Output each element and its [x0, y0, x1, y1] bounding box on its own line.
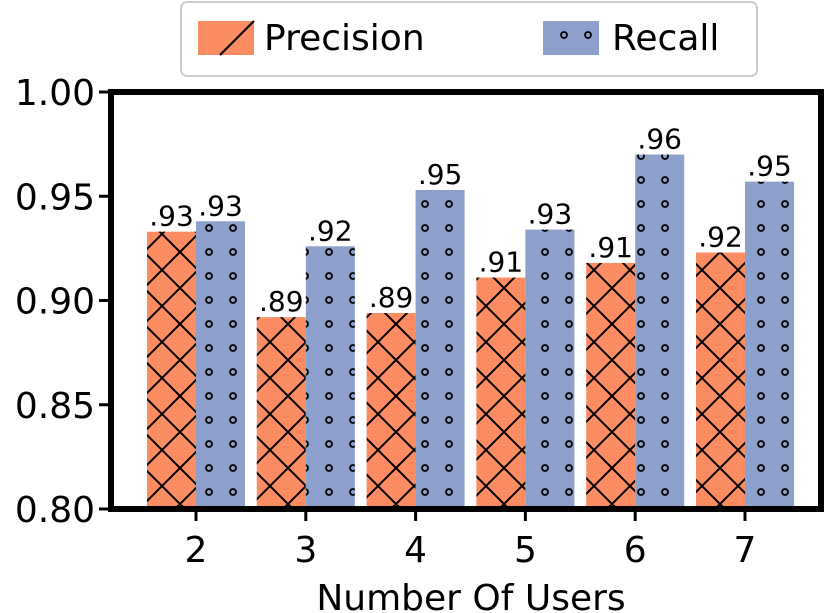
data-label-recall-2: .93 — [198, 189, 243, 222]
x-tick-label: 5 — [514, 530, 537, 571]
data-label-precision-4: .89 — [369, 281, 414, 314]
legend: Precision Recall — [180, 1, 758, 77]
x-axis-label: Number Of Users — [316, 578, 625, 613]
bars — [147, 154, 794, 510]
y-tick-label: 0.85 — [15, 386, 95, 427]
data-label-precision-7: .92 — [698, 221, 743, 254]
x-tick-label: 7 — [734, 530, 757, 571]
bar-pattern-recall-3 — [305, 246, 355, 510]
bar-pattern-precision-5 — [476, 277, 526, 509]
y-axis: 0.80 0.85 0.90 0.95 1.00 — [15, 73, 111, 531]
data-label-precision-2: .93 — [149, 200, 194, 233]
bar-pattern-precision-7 — [696, 252, 745, 510]
data-label-precision-3: .89 — [259, 285, 304, 318]
x-tick-label: 6 — [624, 530, 647, 571]
bar-pattern-precision-4 — [366, 313, 416, 509]
bar-pattern-recall-4 — [415, 189, 465, 509]
x-tick-label: 3 — [294, 530, 317, 571]
bar-pattern-recall-5 — [525, 229, 575, 510]
bar-pattern-precision-3 — [256, 317, 306, 509]
legend-label-precision: Precision — [264, 18, 425, 59]
bar-pattern-precision-6 — [586, 262, 636, 509]
legend-swatch-recall — [543, 21, 599, 55]
x-tick-label: 4 — [404, 530, 427, 571]
data-label-precision-6: .91 — [588, 231, 633, 264]
legend-label-recall: Recall — [612, 18, 719, 59]
data-label-recall-7: .95 — [747, 150, 792, 183]
data-labels: .93.93.89.92.89.95.91.93.91.96.92.95 — [149, 123, 792, 319]
y-tick-label: 0.90 — [15, 282, 95, 323]
data-label-recall-5: .93 — [528, 198, 573, 231]
data-label-recall-6: .96 — [637, 123, 682, 156]
x-axis: 2 3 4 5 6 7 — [185, 509, 757, 571]
data-label-recall-4: .95 — [418, 158, 463, 191]
data-label-recall-3: .92 — [308, 214, 353, 247]
legend-swatch-recall-dot — [584, 31, 592, 39]
x-tick-label: 2 — [185, 530, 208, 571]
bar-pattern-recall-2 — [196, 221, 245, 509]
bar-pattern-precision-2 — [147, 231, 196, 509]
data-label-precision-5: .91 — [479, 246, 524, 279]
legend-swatch-precision-hatch — [219, 20, 255, 56]
legend-box — [180, 1, 758, 77]
y-tick-label: 0.80 — [15, 490, 95, 531]
legend-swatch-recall-dot — [560, 31, 568, 39]
y-tick-label: 1.00 — [15, 73, 95, 114]
bar-pattern-recall-6 — [635, 154, 685, 510]
bar-pattern-recall-7 — [745, 181, 794, 509]
y-tick-label: 0.95 — [15, 177, 95, 218]
